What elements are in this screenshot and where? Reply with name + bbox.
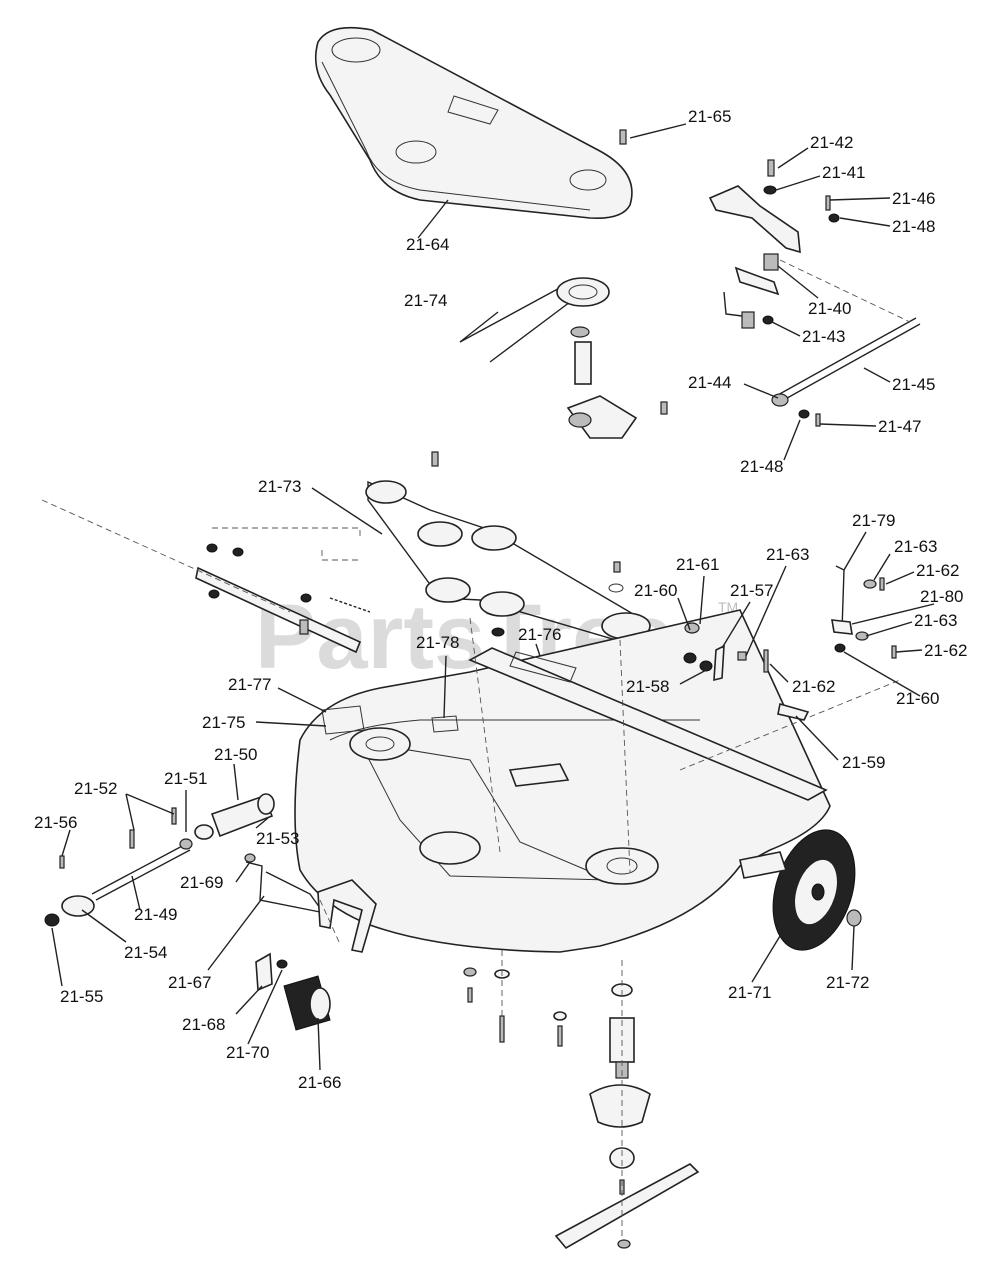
label-21-75: 21-75 — [202, 713, 245, 732]
label-21-44: 21-44 — [688, 373, 731, 392]
label-21-63-c: 21-63 — [914, 611, 957, 630]
label-21-48-bottom: 21-48 — [740, 457, 783, 476]
label-21-62-b: 21-62 — [924, 641, 967, 660]
spindle-and-blade-part — [463, 950, 700, 1250]
label-21-43: 21-43 — [802, 327, 845, 346]
idler-pulley-assembly-part — [459, 277, 668, 439]
label-21-76: 21-76 — [518, 625, 561, 644]
label-21-78: 21-78 — [416, 633, 459, 652]
spring-bracket-part — [41, 499, 371, 654]
label-21-46: 21-46 — [892, 189, 935, 208]
label-21-40: 21-40 — [808, 299, 851, 318]
deck-wheel-part — [739, 829, 862, 951]
label-21-63-b: 21-63 — [766, 545, 809, 564]
label-21-48-top: 21-48 — [892, 217, 935, 236]
label-21-62-a: 21-62 — [916, 561, 959, 580]
label-21-53: 21-53 — [256, 829, 299, 848]
label-21-74: 21-74 — [404, 291, 447, 310]
label-21-70: 21-70 — [226, 1043, 269, 1062]
label-21-50: 21-50 — [214, 745, 257, 764]
label-21-59: 21-59 — [842, 753, 885, 772]
front-roller-part — [244, 853, 377, 1031]
label-21-49: 21-49 — [134, 905, 177, 924]
label-21-77: 21-77 — [228, 675, 271, 694]
label-21-79: 21-79 — [852, 511, 895, 530]
label-21-47: 21-47 — [878, 417, 921, 436]
right-side-hardware-part — [683, 565, 897, 721]
bolt-21-65-part — [619, 129, 627, 145]
label-21-58: 21-58 — [626, 677, 669, 696]
label-21-73: 21-73 — [258, 477, 301, 496]
label-21-57: 21-57 — [730, 581, 773, 600]
label-21-45: 21-45 — [892, 375, 935, 394]
label-21-55: 21-55 — [60, 987, 103, 1006]
label-21-54: 21-54 — [124, 943, 167, 962]
label-21-71: 21-71 — [728, 983, 771, 1002]
leader-lines — [51, 123, 935, 1071]
label-21-65: 21-65 — [688, 107, 731, 126]
lift-linkage-part — [708, 159, 921, 427]
label-21-66: 21-66 — [298, 1073, 341, 1092]
front-link-assembly-part — [44, 793, 275, 927]
label-21-61: 21-61 — [676, 555, 719, 574]
label-21-63-a: 21-63 — [894, 537, 937, 556]
label-21-60-b: 21-60 — [896, 689, 939, 708]
label-21-60-a: 21-60 — [634, 581, 677, 600]
label-21-72: 21-72 — [826, 973, 869, 992]
label-21-69: 21-69 — [180, 873, 223, 892]
label-21-41: 21-41 — [822, 163, 865, 182]
label-21-64: 21-64 — [406, 235, 449, 254]
mower-deck-shell-part — [294, 609, 901, 953]
label-21-56: 21-56 — [34, 813, 77, 832]
belt-cover-part — [314, 26, 633, 220]
label-21-80: 21-80 — [920, 587, 963, 606]
label-21-67: 21-67 — [168, 973, 211, 992]
label-21-68: 21-68 — [182, 1015, 225, 1034]
label-21-52: 21-52 — [74, 779, 117, 798]
label-21-42: 21-42 — [810, 133, 853, 152]
label-21-51: 21-51 — [164, 769, 207, 788]
part-number-labels: 21-64 21-65 21-42 21-41 21-46 21-48 21-4… — [34, 107, 967, 1092]
label-21-62-c: 21-62 — [792, 677, 835, 696]
